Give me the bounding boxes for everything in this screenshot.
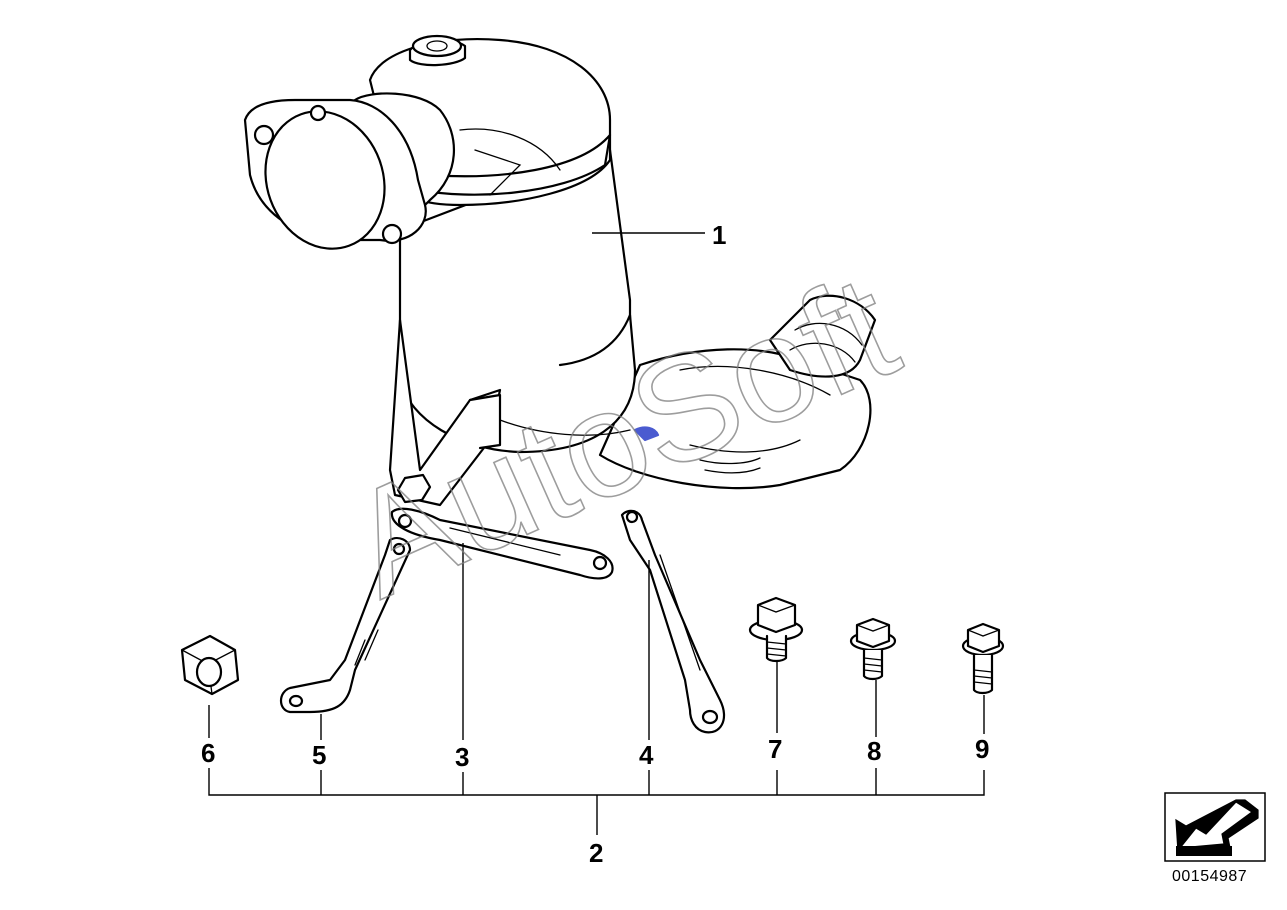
callout-1[interactable]: 1: [712, 220, 726, 250]
navigation-box[interactable]: [1164, 792, 1266, 862]
callout-4[interactable]: 4: [639, 740, 654, 770]
bracket-strap[interactable]: [390, 507, 614, 580]
bracket-angled[interactable]: [279, 536, 412, 714]
callout-6[interactable]: 6: [201, 738, 215, 768]
hex-nut[interactable]: [180, 634, 240, 696]
callout-8[interactable]: 8: [867, 736, 881, 766]
diagram-id: 00154987: [1172, 868, 1248, 885]
bolt-long[interactable]: [961, 622, 1005, 695]
bracket-rod[interactable]: [620, 509, 726, 734]
callout-7[interactable]: 7: [768, 734, 782, 764]
callout-5[interactable]: 5: [312, 740, 326, 770]
arrow-icon: [1175, 799, 1259, 856]
leader-lines: [208, 232, 985, 835]
catalytic-converter[interactable]: [243, 34, 877, 507]
bolt-large[interactable]: [748, 596, 804, 663]
bolt-medium[interactable]: [849, 617, 897, 681]
callout-2[interactable]: 2: [589, 838, 603, 868]
callout-3[interactable]: 3: [455, 742, 469, 772]
callout-9[interactable]: 9: [975, 734, 989, 764]
